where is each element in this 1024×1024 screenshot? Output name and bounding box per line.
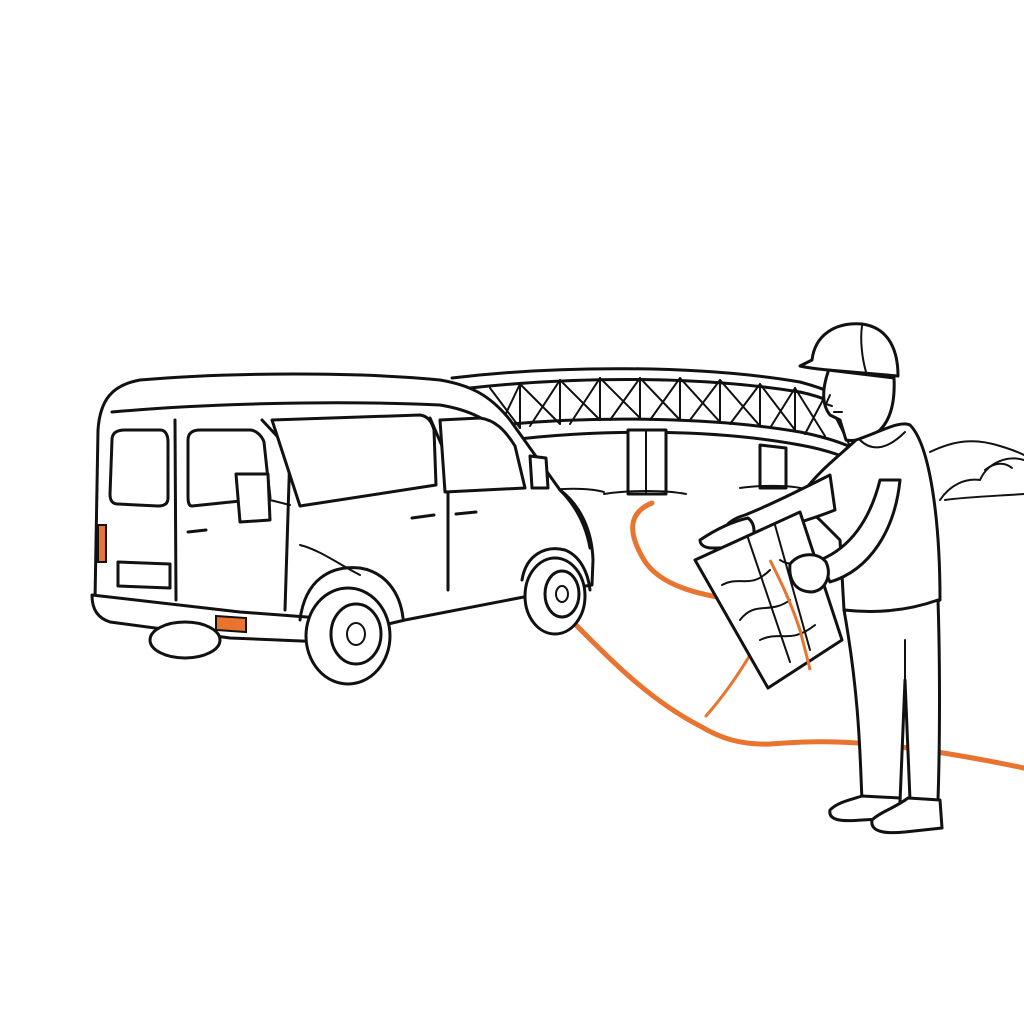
hard-hat xyxy=(798,322,900,378)
route-line-branch xyxy=(704,653,752,718)
rear-wheel xyxy=(148,620,222,660)
front-right-wheel xyxy=(523,556,587,636)
truss-bridge xyxy=(450,367,868,496)
hills xyxy=(929,440,1024,501)
holding-hand xyxy=(788,553,830,594)
route-line-main xyxy=(630,500,739,603)
delivery-van xyxy=(90,372,595,686)
man-with-map xyxy=(693,322,944,835)
right-shoe xyxy=(870,796,944,835)
